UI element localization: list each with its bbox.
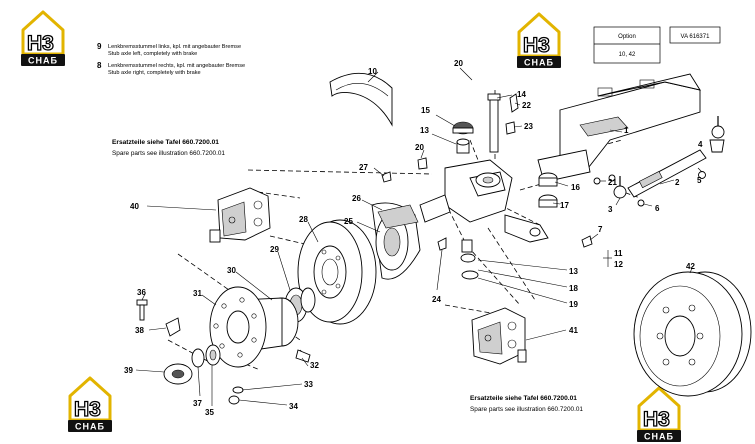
logo-top-left: H3 СНАБ [21, 10, 65, 66]
logo-text: СНАБ [644, 432, 674, 442]
svg-text:Spare parts see illustration 6: Spare parts see illustration 660.7200.01 [470, 406, 583, 413]
part-label: 10 [368, 67, 377, 76]
svg-text:Ersatzteile siehe Tafel 660.72: Ersatzteile siehe Tafel 660.7200.01 [470, 395, 577, 402]
washer-parts [460, 239, 479, 280]
legend-text-de: Lenkbremsstummel rechts, kpl. mit angeba… [108, 63, 245, 69]
bush-parts [538, 172, 558, 208]
part-label: 21 [608, 178, 617, 187]
brake-caliper-right [471, 307, 527, 365]
part-label: 12 [614, 260, 623, 269]
legend-number: 8 [97, 61, 102, 70]
spare-ref-bottom: Ersatzteile siehe Tafel 660.7200.01 Spar… [470, 395, 583, 413]
legend: 9 Lenkbremsstummel links, kpl. mit angeb… [97, 42, 245, 76]
part-label: 25 [344, 217, 353, 226]
part-label: 20 [415, 143, 424, 152]
part-label: 23 [524, 122, 533, 131]
logo-bottom-right: H3 СНАБ [637, 386, 681, 442]
part-label: 13 [569, 267, 578, 276]
legend-text-en: Stub axle right, completely with brake [108, 70, 201, 76]
part-label: 26 [352, 194, 361, 203]
part-label: 39 [124, 366, 133, 375]
part-label: 13 [420, 126, 429, 135]
svg-text:Ersatzteile siehe Tafel 660.72: Ersatzteile siehe Tafel 660.7200.01 [112, 139, 219, 146]
part-label: 37 [193, 399, 202, 408]
part-label: 11 [614, 249, 623, 258]
legend-text-en: Stub axle left, completely with brake [108, 51, 197, 57]
logo-mark: H3 [643, 408, 670, 431]
kingpin-parts [487, 93, 519, 153]
svg-text:Spare parts see illustration 6: Spare parts see illustration 660.7200.01 [112, 150, 225, 157]
part-number-labels: 1 2 3 4 5 6 7 10 11 12 13 13 14 15 16 17… [124, 59, 703, 417]
logo-mark: H3 [523, 34, 550, 57]
logo-top-center: H3 СНАБ [517, 12, 561, 68]
part-label: 14 [517, 90, 526, 99]
part-label: 18 [569, 284, 578, 293]
option-header: Option [618, 34, 636, 40]
brake-drum [633, 271, 752, 397]
logo-text: СНАБ [524, 58, 554, 68]
part-label: 4 [698, 140, 703, 149]
leader-lines [135, 67, 703, 406]
part-label: 20 [454, 59, 463, 68]
logo-mark: H3 [27, 32, 54, 55]
part-label: 32 [310, 361, 319, 370]
logo-bottom-left: H3 СНАБ [68, 376, 112, 432]
part-label: 34 [289, 402, 298, 411]
part-label: 6 [655, 204, 660, 213]
brake-caliper-left [209, 187, 271, 243]
part-label: 42 [686, 262, 695, 271]
part-label: 17 [560, 201, 569, 210]
part-label: 19 [569, 300, 578, 309]
legend-number: 9 [97, 42, 102, 51]
part-label: 24 [432, 295, 441, 304]
part-label: 40 [130, 202, 139, 211]
part-label: 28 [299, 215, 308, 224]
part-label: 29 [270, 245, 279, 254]
small-fasteners [136, 157, 601, 405]
part-label: 31 [193, 289, 202, 298]
part-label: 3 [608, 205, 613, 214]
part-label: 38 [135, 326, 144, 335]
part-label: 33 [304, 380, 313, 389]
part-label: 27 [359, 163, 368, 172]
part-label: 35 [205, 408, 214, 417]
steering-knuckle [419, 159, 549, 243]
part-label: 2 [675, 178, 680, 187]
grease-cap-parts [452, 121, 474, 154]
logo-mark: H3 [74, 398, 101, 421]
option-code: VA 616371 [681, 34, 711, 40]
part-label: 1 [624, 126, 629, 135]
logo-text: СНАБ [28, 56, 58, 66]
spare-ref-top: Ersatzteile siehe Tafel 660.7200.01 Spar… [112, 139, 225, 157]
part-label: 36 [137, 288, 146, 297]
part-label: 5 [697, 176, 702, 185]
wheel-hub [209, 286, 299, 368]
part-label: 7 [598, 225, 603, 234]
legend-text-de: Lenkbremsstummel links, kpl. mit angebau… [108, 44, 241, 50]
logo-text: СНАБ [75, 422, 105, 432]
part-label: 15 [421, 106, 430, 115]
anchor-plate [371, 202, 421, 280]
tie-rod-assembly [608, 116, 725, 207]
part-label: 16 [571, 183, 580, 192]
part-label: 41 [569, 326, 578, 335]
part-label: 30 [227, 266, 236, 275]
part-label: 22 [522, 101, 531, 110]
option-values: 10, 42 [619, 52, 636, 58]
option-table: Option 10, 42 VA 616371 [593, 26, 721, 64]
fender-part-10 [329, 72, 393, 127]
